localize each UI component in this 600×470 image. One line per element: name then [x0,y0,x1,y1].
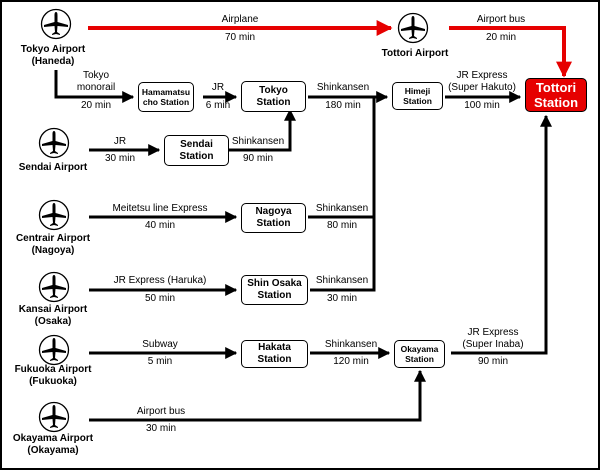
route-time: 90 min [477,356,509,367]
route-mode: Subway [142,339,178,350]
route-mode: (Super Hakuto) [448,82,516,93]
route-time: 30 min [326,293,358,304]
route-line-haneda-monorail [54,70,135,103]
airport-tokyo: Tokyo Airport (Haneda) [21,44,85,68]
route-time: 30 min [145,423,177,434]
route-mode: Shinkansen [315,275,369,286]
airport-sendai: Sendai Airport [19,162,88,174]
route-mode: Airport bus [136,406,186,417]
airplane-icon [397,12,429,44]
route-mode: Shinkansen [316,82,370,93]
station-name-line2: Station [403,96,432,106]
airport-name: Tokyo Airport [20,44,86,55]
station-name-line1: Shin Osaka [247,278,302,289]
airport-kansai: Kansai Airport (Osaka) [19,304,88,328]
route-time: 90 min [242,153,274,164]
airport-centrair: Centrair Airport (Nagoya) [16,233,90,257]
airport-subname: (Osaka) [34,316,72,327]
route-mode: JR [113,136,127,147]
route-mode: (Super Inaba) [462,339,524,350]
airport-name: Okayama Airport [12,433,94,444]
route-line-okayama-tottori [451,114,552,355]
airport-subname: (Fukuoka) [29,376,77,387]
station-himeji: Himeji Station [392,82,443,110]
route-mode: Shinkansen [231,136,285,147]
airplane-icon [38,271,70,303]
station-name-line2: Station [533,95,579,110]
route-mode: Airplane [221,14,259,25]
route-line-shin-osaka-shinkansen [310,97,376,292]
airport-subname: (Nagoya) [31,245,75,256]
station-hamamatsucho: Hamamatsu cho Station [138,82,194,112]
station-sendai: Sendai Station [164,135,229,166]
airport-fukuoka: Fukuoka Airport (Fukuoka) [15,364,92,388]
airport-name: Fukuoka Airport [14,364,92,375]
station-name-line1: Sendai [180,138,213,150]
station-nagoya: Nagoya Station [241,203,306,233]
route-time: 20 min [80,100,112,111]
route-mode: Shinkansen [315,203,369,214]
route-time: 20 min [485,32,517,43]
airport-name: Tottori Airport [381,48,449,59]
station-name-line1: Himeji [404,86,431,96]
airplane-icon [40,8,72,40]
station-tottori-destination: Tottori Station [525,78,587,112]
airport-name: Kansai Airport [18,304,88,315]
route-mode: Meitetsu line Express [112,203,208,214]
route-mode: JR Express [467,327,519,338]
station-name-line1: Nagoya [255,206,292,217]
route-time: 40 min [144,220,176,231]
station-name-line2: cho Station [142,97,190,107]
airplane-icon [38,334,70,366]
route-mode: Tokyo [82,70,110,81]
airport-subname: (Okayama) [27,445,79,456]
airport-name: Centrair Airport [15,233,91,244]
airport-okayama: Okayama Airport (Okayama) [13,433,93,457]
route-mode: monorail [76,82,116,93]
station-name-line1: Hamamatsu [141,87,191,97]
route-mode: Shinkansen [324,339,378,350]
route-time: 180 min [325,100,361,111]
airplane-icon [38,199,70,231]
airport-subname: (Haneda) [31,56,75,67]
route-time: 6 min [205,100,231,111]
route-time: 100 min [464,100,500,111]
route-time: 120 min [333,356,369,367]
station-name-line1: Tokyo [259,84,288,96]
route-time: 70 min [224,32,256,43]
airport-name: Sendai Airport [18,162,88,173]
route-line-tottori-airport-bus [449,26,572,78]
route-mode: JR Express (Haruka) [113,275,207,286]
station-name-line1: Tottori [535,80,577,95]
airport-tottori: Tottori Airport [382,48,449,60]
route-mode: Airport bus [476,14,526,25]
station-shin-osaka: Shin Osaka Station [241,275,308,305]
station-name-line2: Station [179,150,214,162]
route-line-sendai-tokyo [229,108,296,152]
station-name-line2: Station [405,354,434,364]
route-time: 50 min [144,293,176,304]
station-tokyo: Tokyo Station [241,81,306,112]
station-name-line2: Station [256,218,291,229]
route-mode: JR [211,82,225,93]
station-hakata: Hakata Station [241,340,308,368]
route-mode: JR Express [456,70,508,81]
airplane-icon [38,401,70,433]
station-name-line2: Station [257,290,292,301]
airplane-icon [38,127,70,159]
route-line-okayama-airport-bus [89,369,426,422]
route-time: 80 min [326,220,358,231]
station-okayama: Okayama Station [394,340,445,368]
station-name-line2: Station [257,354,292,365]
route-time: 5 min [147,356,173,367]
station-name-line1: Okayama [400,344,439,354]
station-name-line1: Hakata [258,342,291,353]
route-time: 30 min [104,153,136,164]
station-name-line2: Station [256,96,291,108]
